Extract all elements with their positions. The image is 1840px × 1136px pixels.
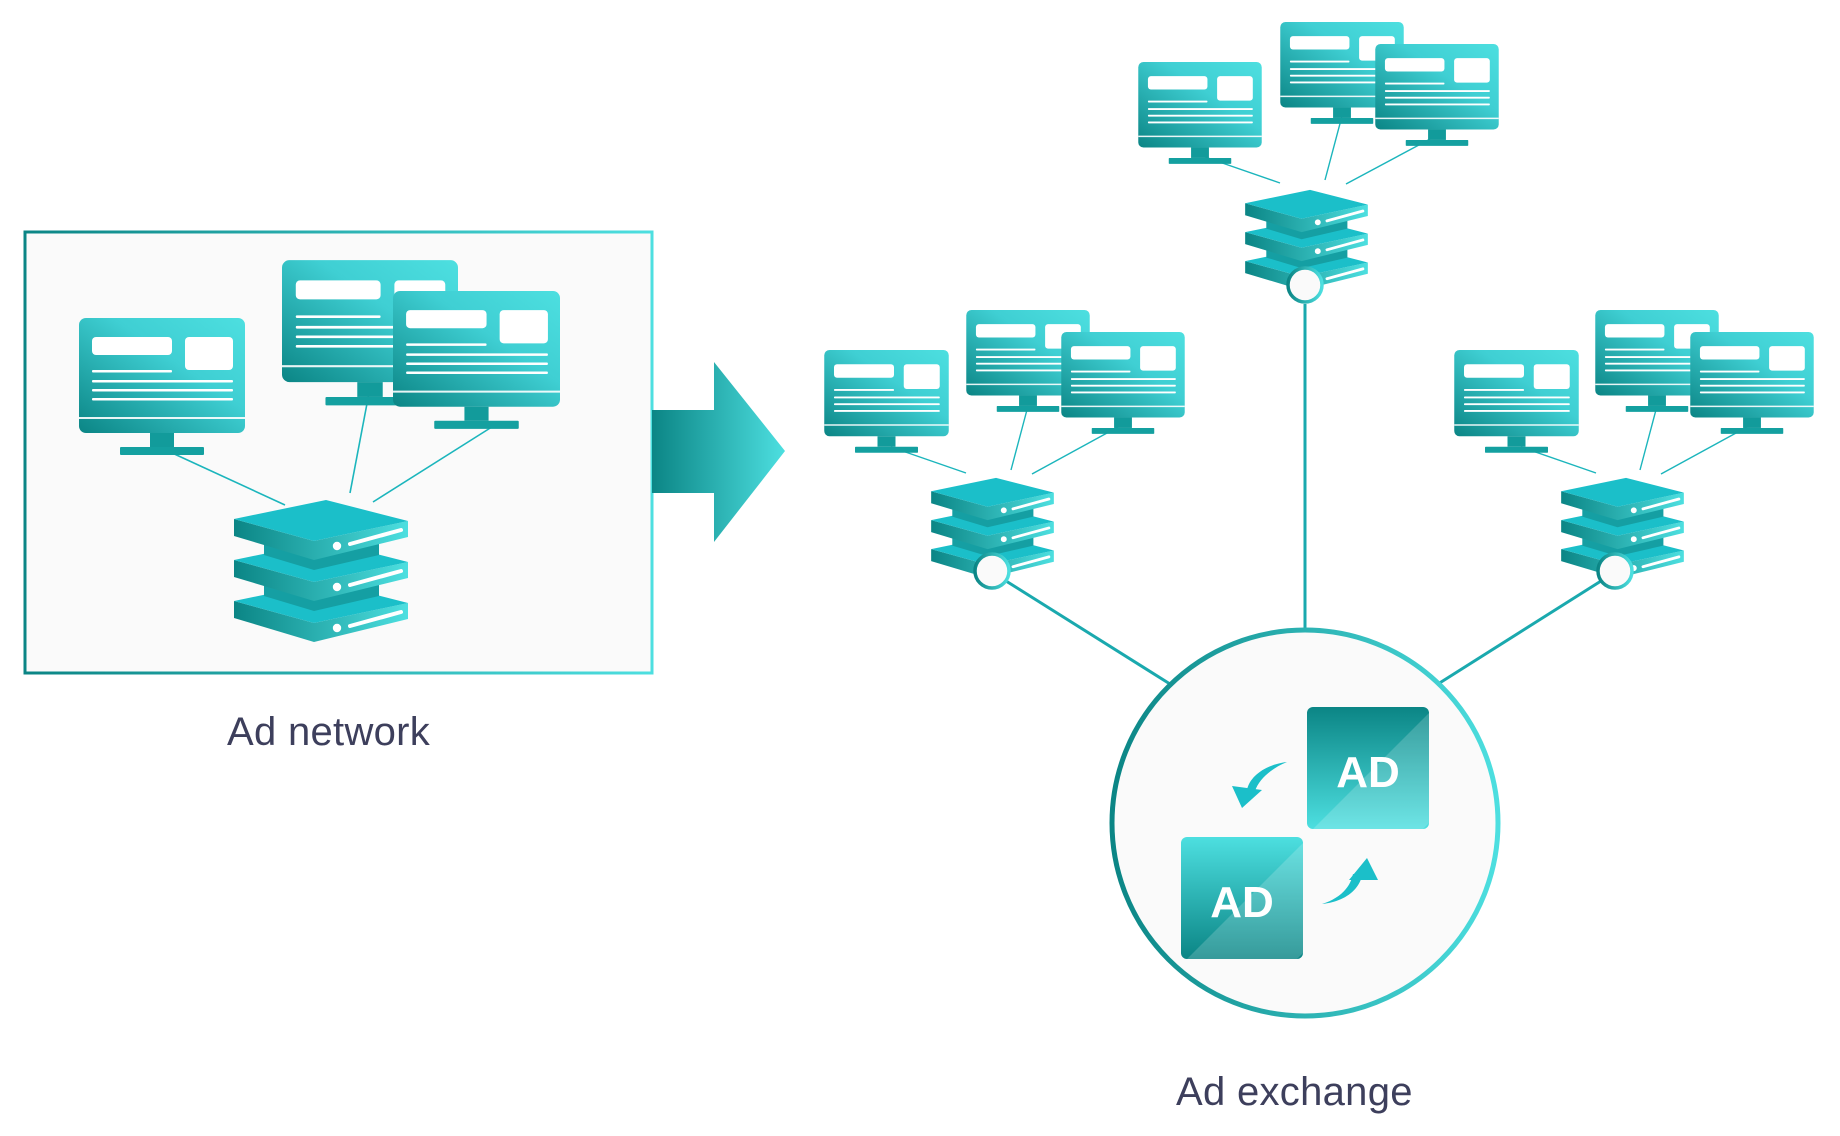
exchange-hub-ring xyxy=(1109,627,1501,1019)
node-connector xyxy=(1596,552,1634,590)
ad-exchange-label: Ad exchange xyxy=(1176,1070,1413,1114)
connection-line xyxy=(349,392,370,494)
cluster-left xyxy=(824,310,1185,590)
ad-network-label: Ad network xyxy=(227,710,431,754)
cluster-right xyxy=(1454,310,1814,590)
ad-tile-label: AD xyxy=(1336,748,1400,797)
ad-tile: AD xyxy=(1181,837,1303,959)
ad-network-connections xyxy=(169,392,496,506)
node-connector xyxy=(973,552,1011,590)
hub-links xyxy=(1005,304,1602,686)
cluster-top xyxy=(1138,22,1499,304)
arrow-right-icon xyxy=(652,362,785,542)
connection-line xyxy=(1660,426,1748,475)
ad-exchange-group: AD AD xyxy=(824,22,1814,1019)
connection-line xyxy=(1031,426,1119,475)
connection-line xyxy=(1324,115,1343,181)
connection-line xyxy=(1010,405,1029,471)
monitor-icon xyxy=(1375,44,1499,146)
hub-link-right xyxy=(1437,579,1602,686)
connection-line xyxy=(169,451,286,506)
ad-network-group xyxy=(23,230,654,675)
curved-arrow-up-right-icon xyxy=(1322,858,1378,904)
monitor-icon xyxy=(1454,350,1579,453)
exchange-hub: AD AD xyxy=(1109,627,1501,1019)
ad-tile: AD xyxy=(1307,707,1429,829)
node-connector xyxy=(1286,266,1324,304)
connection-line xyxy=(372,424,496,503)
monitor-icon xyxy=(824,350,949,453)
curved-arrow-down-left-icon xyxy=(1232,762,1287,808)
monitor-icon xyxy=(1690,332,1814,434)
monitor-icon xyxy=(1061,332,1185,434)
server-stack-icon xyxy=(234,498,408,642)
ad-tile-label: AD xyxy=(1210,878,1274,927)
monitor-icon xyxy=(1138,62,1262,164)
hub-link-left xyxy=(1005,579,1171,686)
connection-line xyxy=(1639,405,1658,471)
